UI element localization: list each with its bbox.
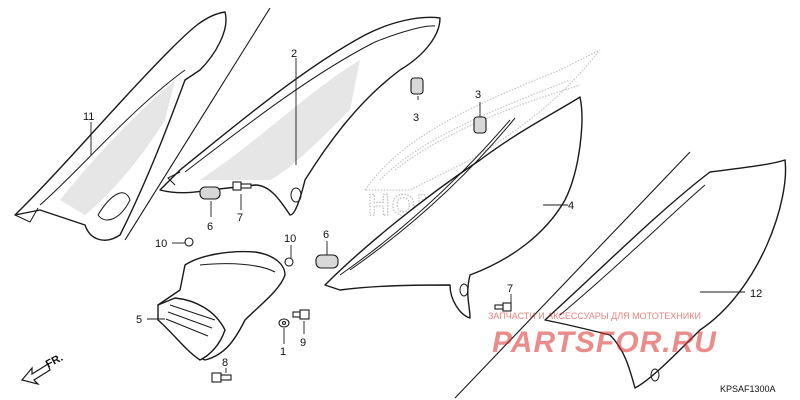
callout-1: 1 bbox=[280, 346, 286, 358]
callout-6-right: 6 bbox=[323, 229, 329, 241]
callout-8: 8 bbox=[222, 357, 228, 369]
grommet-3b bbox=[473, 116, 487, 134]
separator-line-left bbox=[124, 7, 271, 241]
bolt-7a bbox=[232, 181, 252, 191]
callout-2: 2 bbox=[291, 48, 297, 60]
washer-1 bbox=[278, 318, 290, 328]
side-cover-rear bbox=[544, 159, 787, 389]
screw-10a bbox=[184, 237, 194, 247]
screw-10b bbox=[284, 257, 294, 267]
callout-9: 9 bbox=[300, 337, 306, 349]
side-panel-main bbox=[324, 96, 583, 319]
collar-6a bbox=[199, 186, 221, 200]
callout-3-lower: 3 bbox=[413, 112, 419, 124]
callout-4: 4 bbox=[568, 200, 574, 212]
part-code: KPSAF1300A bbox=[720, 384, 776, 394]
callout-11: 11 bbox=[83, 111, 94, 123]
separator-line-right bbox=[454, 151, 691, 399]
callout-3-upper: 3 bbox=[475, 89, 481, 101]
shroud-rear-upper bbox=[159, 16, 441, 216]
watermark: ЗАПЧАСТИ И АКСЕССУАРЫ ДЛЯ МОТОТЕХНИКИ PA… bbox=[488, 311, 717, 359]
bolt-9 bbox=[292, 309, 310, 320]
front-arrow: FR. bbox=[20, 352, 65, 386]
callout-5: 5 bbox=[136, 314, 142, 326]
collar-6b bbox=[315, 254, 339, 269]
side-cover-front bbox=[14, 11, 227, 241]
front-arrow-label: FR. bbox=[44, 352, 65, 371]
bolt-7b bbox=[494, 302, 512, 312]
leader-lines bbox=[90, 58, 745, 373]
watermark-subtitle: ЗАПЧАСТИ И АКСЕССУАРЫ ДЛЯ МОТОТЕХНИКИ bbox=[488, 311, 701, 321]
callout-7-left: 7 bbox=[237, 212, 243, 224]
watermark-brand: PARTSFOR.RU bbox=[492, 326, 717, 359]
callout-12: 12 bbox=[750, 288, 762, 300]
callout-10-left: 10 bbox=[155, 238, 167, 250]
front-arrow-icon bbox=[20, 363, 51, 386]
grommet-3a bbox=[410, 77, 424, 95]
callout-7-right: 7 bbox=[507, 283, 513, 295]
bolt-8 bbox=[211, 372, 232, 383]
air-duct-cover bbox=[157, 250, 286, 361]
callout-6-left: 6 bbox=[207, 221, 213, 233]
callout-10-right: 10 bbox=[284, 233, 296, 245]
